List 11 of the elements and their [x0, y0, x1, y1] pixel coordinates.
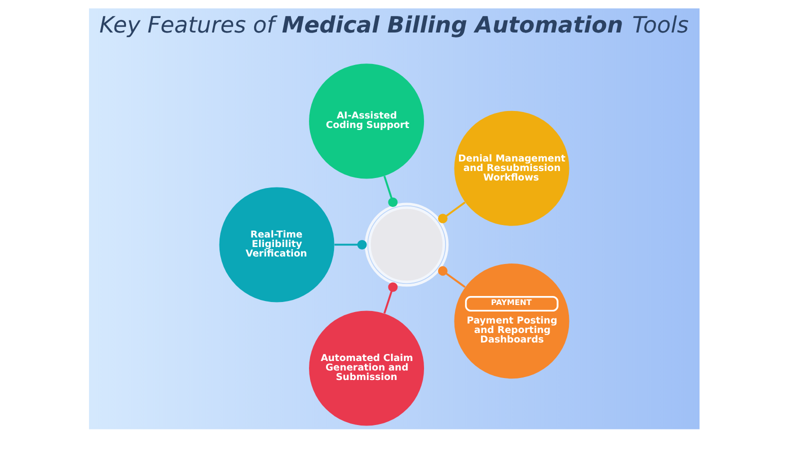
node-circle: Denial Management and Resubmission Workflows [454, 110, 569, 226]
node-circle: AI-Assisted Coding Support [308, 64, 424, 179]
node-circle: Real-Time Eligibility Verification [218, 187, 334, 302]
node-circle: PAYMENT Payment Posting and Reporting Dashboards [454, 264, 569, 379]
diagram-title: Key Features of Medical Billing Automation Tools [98, 12, 688, 38]
connector [438, 266, 466, 288]
connector [334, 240, 366, 250]
connector [438, 202, 466, 224]
connector [382, 282, 398, 314]
connector [382, 176, 398, 208]
node-circle: Automated Claim Generation and Submission [308, 310, 424, 426]
